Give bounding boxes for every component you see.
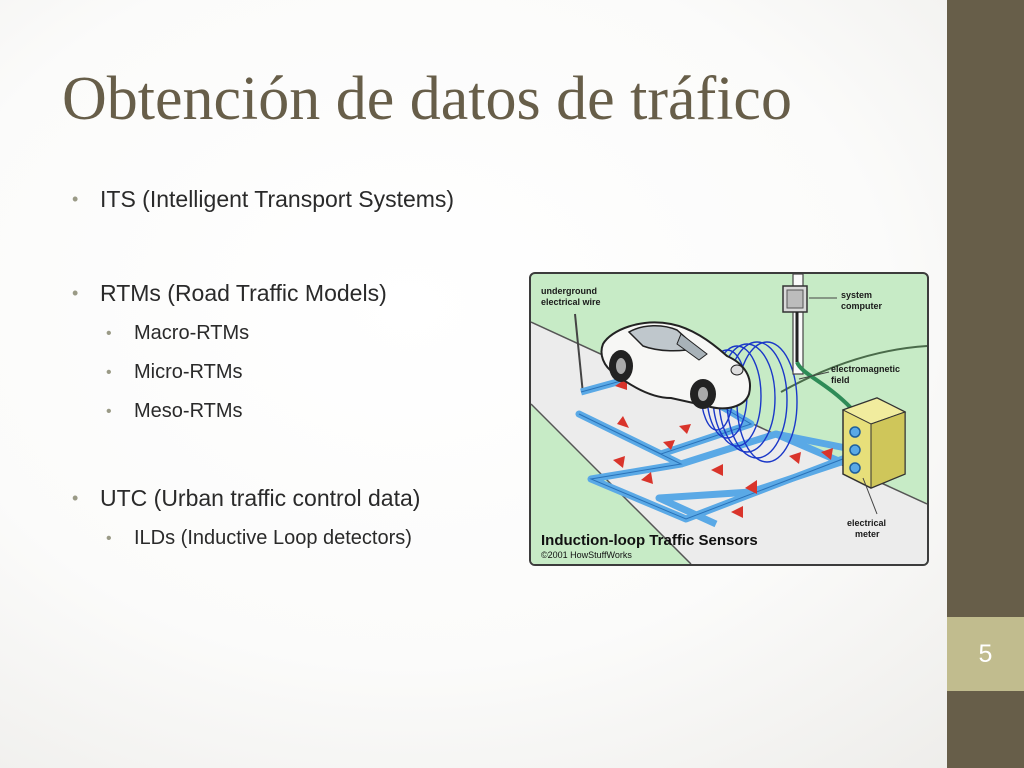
sub-bullet-macro-text: Macro-RTMs	[134, 322, 250, 344]
bullet-dot-icon: •	[72, 488, 79, 508]
bullet-rtms: • RTMs (Road Traffic Models)	[72, 278, 532, 308]
car-icon	[600, 321, 751, 410]
bullet-its: • ITS (Intelligent Transport Systems)	[72, 184, 532, 214]
bullet-utc: • UTC (Urban traffic control data)	[72, 483, 532, 513]
bullet-rtms-text: RTMs (Road Traffic Models)	[100, 280, 387, 306]
sub-bullet-ilds: • ILDs (Inductive Loop detectors)	[106, 525, 532, 552]
label-underground: underground	[541, 286, 597, 296]
electrical-meter-icon	[841, 397, 907, 489]
bullet-dot-icon: •	[106, 530, 112, 547]
sub-bullet-ilds-text: ILDs (Inductive Loop detectors)	[134, 527, 412, 549]
signal-cable	[795, 361, 853, 410]
bullet-list: • ITS (Intelligent Transport Systems) • …	[72, 184, 532, 552]
bullet-utc-text: UTC (Urban traffic control data)	[100, 485, 421, 511]
label-electromagnetic: electromagnetic	[831, 364, 900, 374]
sub-bullet-macro: • Macro-RTMs	[106, 320, 532, 347]
bullet-dot-icon: •	[72, 189, 79, 209]
bullet-dot-icon: •	[106, 403, 112, 420]
figure-copyright: ©2001 HowStuffWorks	[541, 550, 632, 560]
label-computer: computer	[841, 301, 883, 311]
field-label-leader	[798, 371, 830, 380]
page-number-box: 5	[947, 617, 1024, 691]
label-electrical-wire: electrical wire	[541, 297, 601, 307]
sub-bullet-meso-text: Meso-RTMs	[134, 400, 243, 422]
sub-bullet-meso: • Meso-RTMs	[106, 398, 532, 425]
induction-loop-diagram: underground electrical wire system compu…	[531, 274, 927, 564]
label-meter: meter	[855, 529, 880, 539]
current-direction-arrows	[613, 378, 833, 518]
bullet-dot-icon: •	[106, 364, 112, 381]
wire-label-leader	[574, 313, 584, 395]
slide-title: Obtención de datos de tráfico	[62, 65, 792, 133]
bullet-its-text: ITS (Intelligent Transport Systems)	[100, 186, 455, 212]
page-number: 5	[978, 639, 993, 668]
curb-line	[780, 345, 927, 393]
label-electrical: electrical	[847, 518, 886, 528]
sub-bullet-micro: • Micro-RTMs	[106, 359, 532, 386]
bullet-dot-icon: •	[72, 283, 79, 303]
bullet-dot-icon: •	[106, 325, 112, 342]
system-computer-icon	[782, 274, 808, 375]
figure-caption: Induction-loop Traffic Sensors	[541, 532, 758, 549]
label-field: field	[831, 375, 850, 385]
label-system: system	[841, 290, 872, 300]
sub-bullet-micro-text: Micro-RTMs	[134, 361, 243, 383]
meter-label-leader	[862, 477, 878, 515]
induction-loop-illustration: underground electrical wire system compu…	[529, 272, 929, 566]
